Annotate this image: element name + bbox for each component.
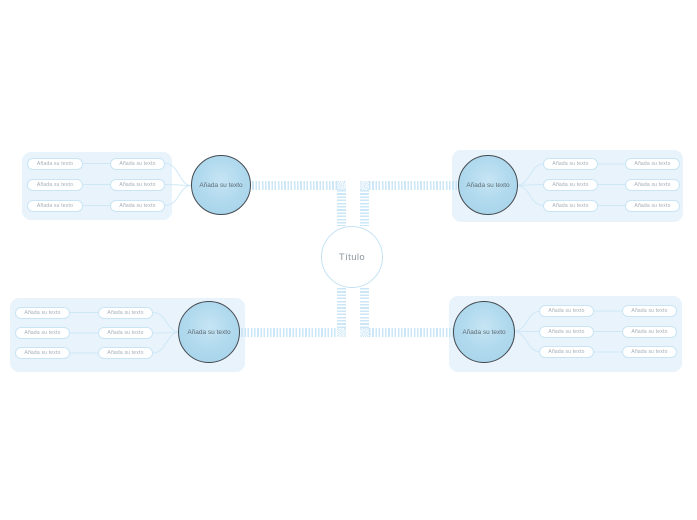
subtopic-node[interactable]: Añada su texto — [27, 178, 83, 191]
main-topic-label: Añada su texto — [187, 328, 231, 336]
ribbon-bottom-right-corner — [360, 328, 369, 337]
subtopic-node[interactable]: Añada su texto — [27, 199, 83, 212]
ribbon-bottom-left-horizontal — [238, 328, 337, 337]
subtopic-node[interactable]: Añada su texto — [15, 306, 70, 319]
subtopic-node[interactable]: Añada su texto — [98, 347, 153, 359]
subtopic-node[interactable]: Añada su texto — [110, 199, 165, 212]
ribbon-bottom-right-vertical — [360, 288, 369, 328]
subtopic-node[interactable]: Añada su texto — [625, 199, 680, 212]
subtopic-node[interactable]: Añada su texto — [625, 158, 680, 170]
ribbon-bottom-right-horizontal — [369, 328, 456, 337]
main-topic-top-left[interactable]: Añada su texto — [191, 155, 251, 215]
subtopic-node[interactable]: Añada su texto — [539, 325, 594, 338]
subtopic-node[interactable]: Añada su texto — [622, 346, 677, 358]
subtopic-node[interactable]: Añada su texto — [622, 325, 677, 338]
subtopic-node[interactable]: Añada su texto — [15, 347, 70, 359]
subtopic-node[interactable]: Añada su texto — [98, 306, 153, 319]
main-topic-bottom-right[interactable]: Añada su texto — [453, 301, 515, 363]
central-topic-label: Título — [338, 251, 366, 263]
subtopic-node[interactable]: Añada su texto — [539, 305, 594, 317]
main-topic-label: Añada su texto — [466, 181, 510, 189]
ribbon-top-left-horizontal — [249, 181, 337, 190]
ribbon-bottom-left-vertical — [337, 288, 346, 328]
ribbon-bottom-left-corner — [337, 328, 346, 337]
main-topic-top-right[interactable]: Añada su texto — [458, 155, 518, 215]
ribbon-top-left-vertical — [337, 190, 346, 226]
ribbon-top-right-horizontal — [369, 181, 460, 190]
ribbon-top-right-corner — [360, 181, 369, 190]
subtopic-node[interactable]: Añada su texto — [543, 158, 598, 170]
main-topic-bottom-left[interactable]: Añada su texto — [178, 301, 240, 363]
subtopic-node[interactable]: Añada su texto — [622, 305, 677, 317]
subtopic-node[interactable]: Añada su texto — [625, 178, 680, 191]
subtopic-node[interactable]: Añada su texto — [539, 346, 594, 358]
subtopic-node[interactable]: Añada su texto — [98, 327, 153, 339]
subtopic-node[interactable]: Añada su texto — [543, 199, 598, 212]
ribbon-top-left-corner — [337, 181, 346, 190]
subtopic-node[interactable]: Añada su texto — [110, 157, 165, 170]
subtopic-node[interactable]: Añada su texto — [110, 178, 165, 191]
subtopic-node[interactable]: Añada su texto — [543, 178, 598, 191]
subtopic-node[interactable]: Añada su texto — [15, 327, 70, 339]
central-topic[interactable]: Título — [321, 226, 383, 288]
subtopic-node[interactable]: Añada su texto — [27, 157, 83, 170]
main-topic-label: Añada su texto — [199, 181, 243, 189]
main-topic-label: Añada su texto — [462, 328, 506, 336]
ribbon-top-right-vertical — [360, 190, 369, 226]
